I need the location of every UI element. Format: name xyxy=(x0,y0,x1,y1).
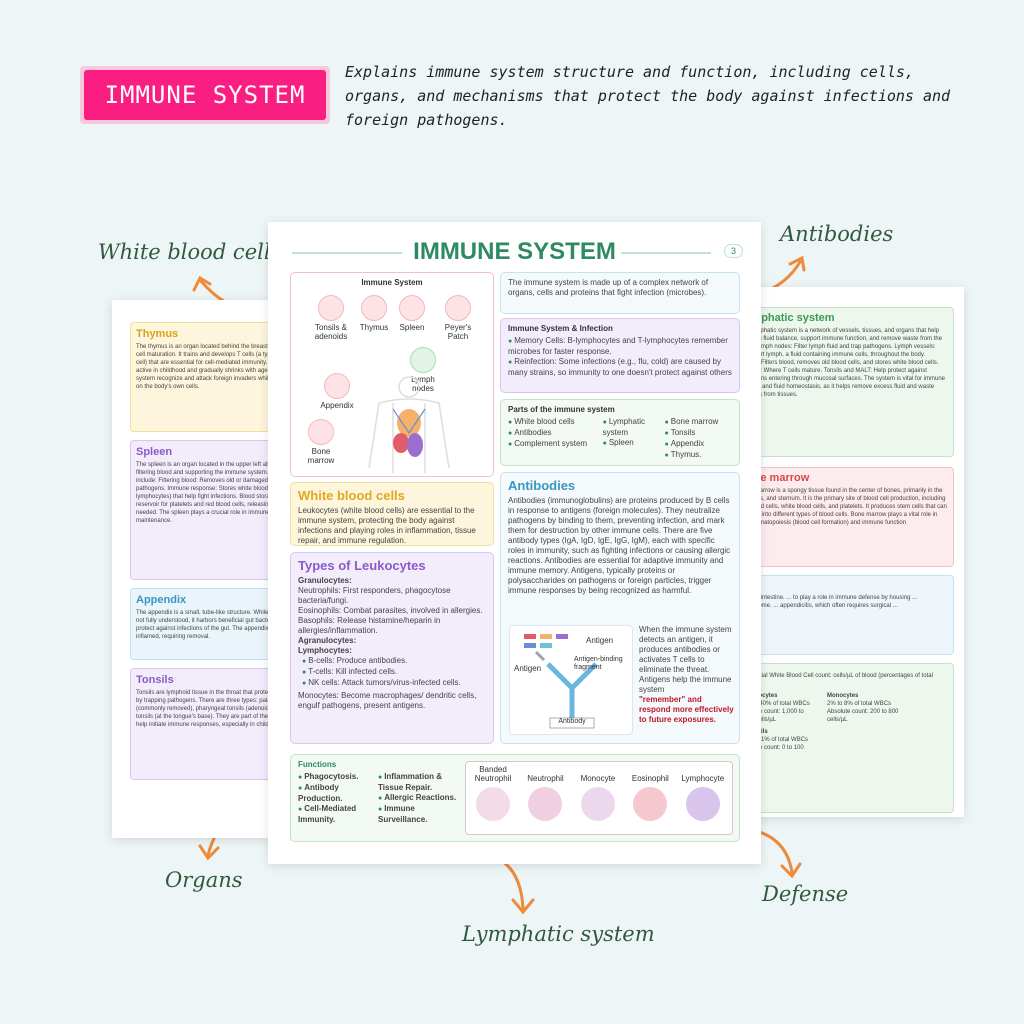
main-title: IMMUNE SYSTEM xyxy=(413,238,616,265)
intro-box: The immune system is made up of a comple… xyxy=(500,272,740,314)
neutrophil-icon xyxy=(528,787,563,821)
intro-text: Explains immune system structure and fun… xyxy=(345,63,951,129)
main-sheet: IMMUNE SYSTEM 3 Immune System Tonsils & … xyxy=(268,222,761,864)
antibody-icon xyxy=(524,634,598,729)
tonsils-icon xyxy=(318,295,344,321)
wbc-count-section: Differential White Blood Cell count: cel… xyxy=(738,663,954,813)
main-page-number: 3 xyxy=(723,244,743,258)
cell-banded-neutrophil: Banded Neutrophil xyxy=(469,765,517,821)
cell-monocyte: Monocyte xyxy=(574,774,622,821)
label-defense: Defense xyxy=(762,882,849,906)
bone-marrow-icon xyxy=(308,419,334,445)
organ-bone-marrow: Bone marrow xyxy=(301,419,341,465)
antibody-side-text: When the immune system detects an antige… xyxy=(639,625,734,724)
spleen-icon xyxy=(399,295,425,321)
thymus-icon xyxy=(361,295,387,321)
body-silhouette-icon xyxy=(368,376,450,473)
bone-marrow-section: Bone marrow Bone marrow is a spongy tiss… xyxy=(738,467,954,567)
organ-peyers-patch: Peyer's Patch xyxy=(435,295,481,341)
lymphatic-section: Lymphatic system The lymphatic system is… xyxy=(738,307,954,457)
immune-diagram: Immune System Tonsils & adenoids Thymus … xyxy=(290,272,494,477)
lymph-nodes-icon xyxy=(410,347,436,373)
title-rule-right xyxy=(621,252,711,254)
monocyte-icon xyxy=(580,787,615,821)
antibodies-box: Antibodies Antibodies (immunoglobulins) … xyxy=(500,472,740,744)
label-antibodies: Antibodies xyxy=(780,222,894,246)
cell-neutrophil: Neutrophil xyxy=(521,774,569,821)
organ-thymus: Thymus xyxy=(357,295,391,332)
badge-label: IMMUNE SYSTEM xyxy=(84,70,326,120)
functions-box: Functions Phagocytosis. Antibody Product… xyxy=(290,754,740,842)
intestine-section: ... large intestine. ... to play a role … xyxy=(738,575,954,655)
parts-box: Parts of the immune system White blood c… xyxy=(500,399,740,466)
cell-eosinophil: Eosinophil xyxy=(626,774,674,821)
label-white-blood-cells: White blood cells xyxy=(98,240,282,264)
cell-lymphocyte: Lymphocyte xyxy=(679,774,727,821)
appendix-icon xyxy=(324,373,350,399)
banded-neutrophil-icon xyxy=(476,787,510,821)
peyers-patch-icon xyxy=(445,295,471,321)
organ-lymph-nodes: Lymph nodes xyxy=(403,347,443,393)
organ-spleen: Spleen xyxy=(395,295,429,332)
leukocytes-box: Types of Leukocytes Granulocytes: Neutro… xyxy=(290,552,494,744)
wbc-box: White blood cells Leukocytes (white bloo… xyxy=(290,482,494,546)
organ-tonsils: Tonsils & adenoids xyxy=(307,295,355,341)
antibody-figure: Antigen Antigen Antigen-binding fragment… xyxy=(509,625,633,735)
lymphocyte-icon xyxy=(685,787,720,821)
title-rule-left xyxy=(292,252,402,254)
infection-box: Immune System & Infection Memory Cells: … xyxy=(500,318,740,393)
label-lymphatic-system: Lymphatic system xyxy=(462,922,655,946)
title-badge: IMMUNE SYSTEM xyxy=(80,66,330,124)
cell-types-strip: Banded Neutrophil Neutrophil Monocyte Eo… xyxy=(465,761,733,835)
eosinophil-icon xyxy=(633,787,668,821)
organ-appendix: Appendix xyxy=(315,373,359,410)
label-organs: Organs xyxy=(165,868,243,892)
right-sheet: 4 Lymphatic system The lymphatic system … xyxy=(738,287,964,817)
